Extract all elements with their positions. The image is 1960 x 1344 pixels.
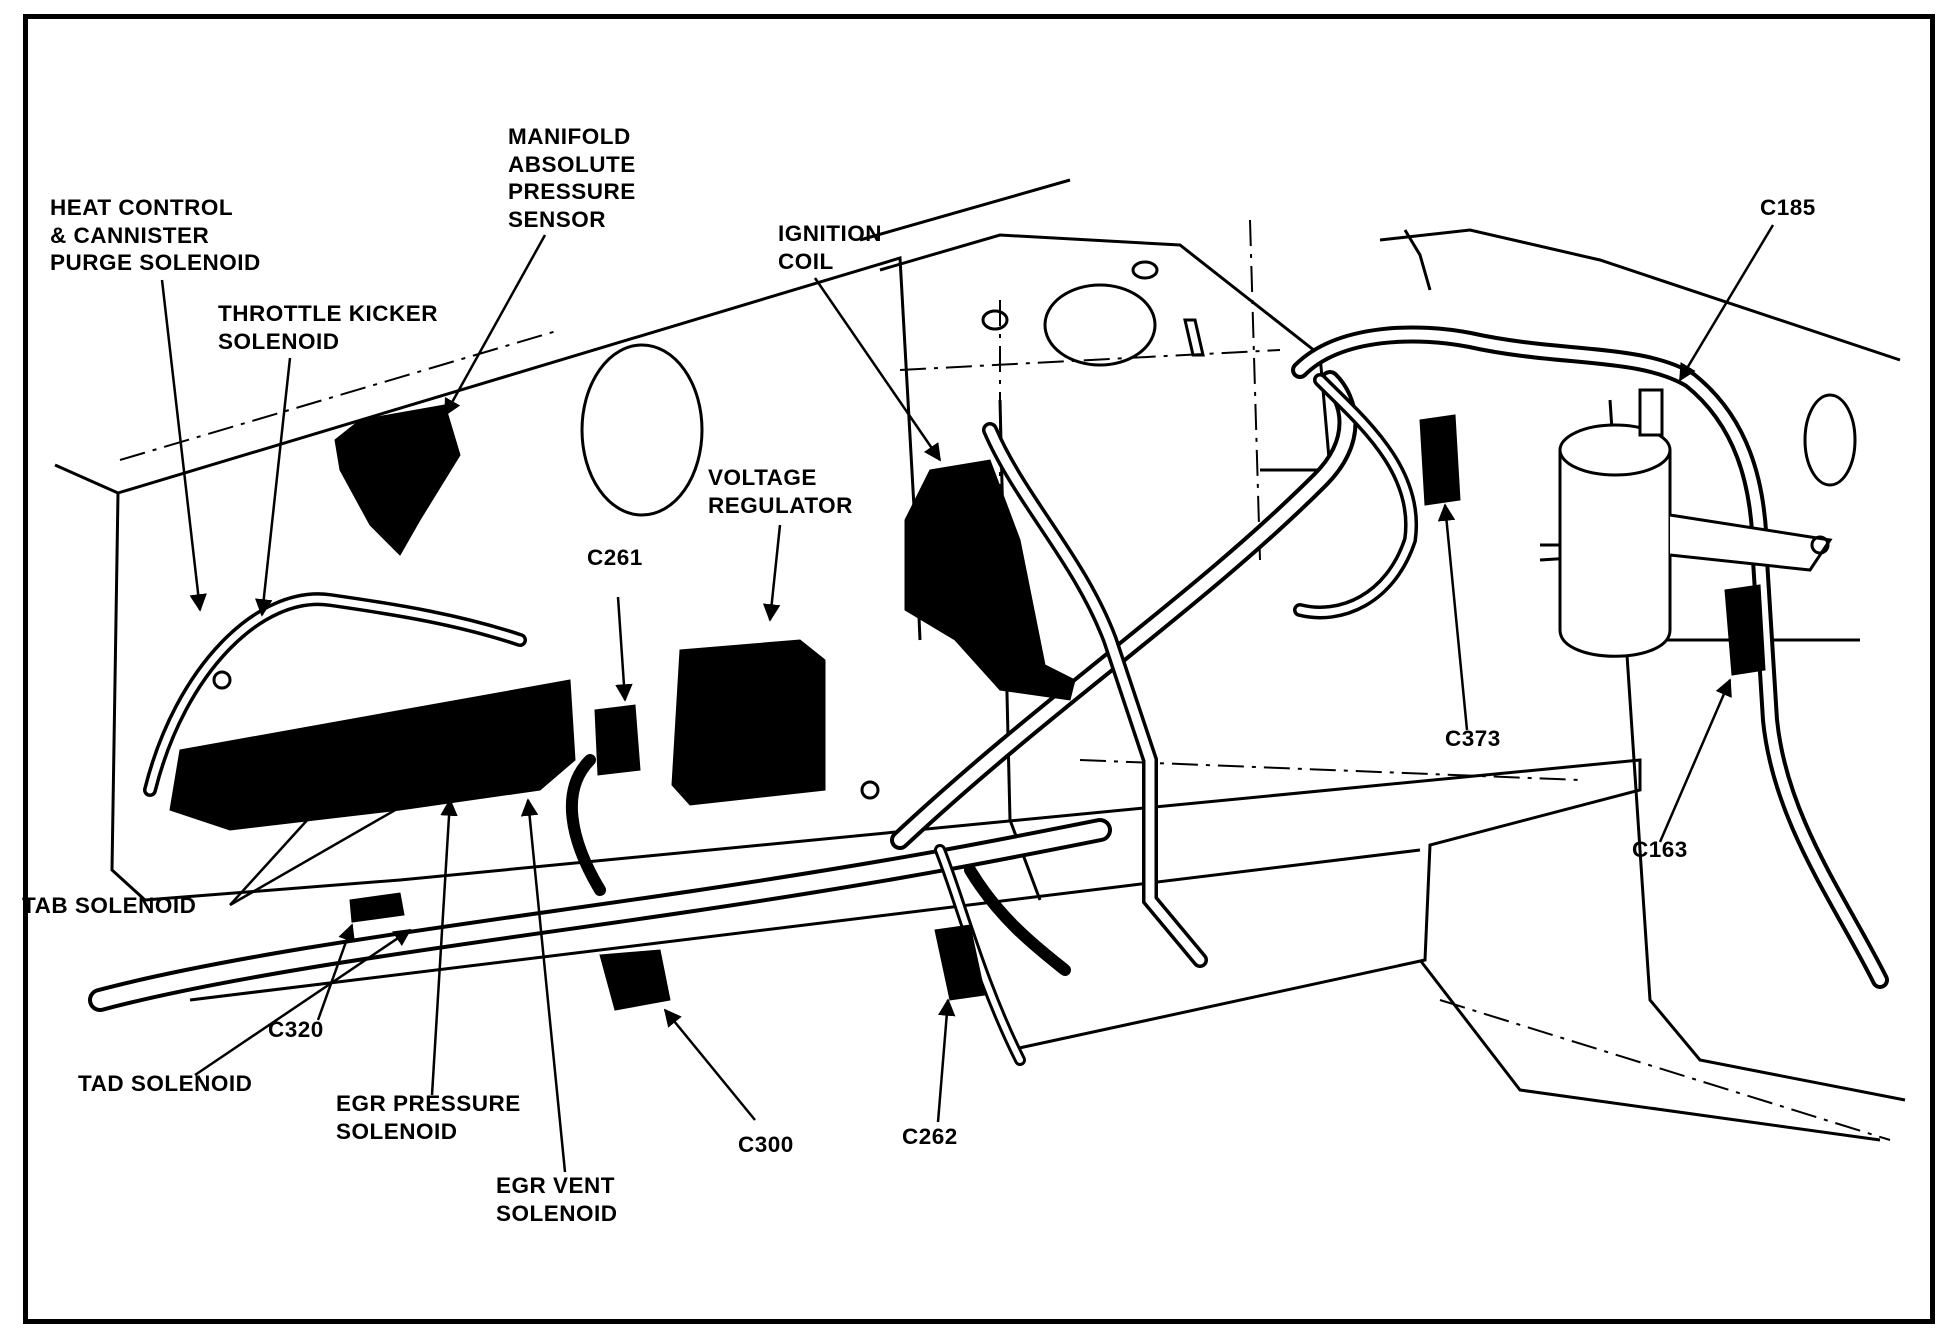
label-line: SOLENOID (336, 1118, 458, 1144)
voltage-regulator (671, 639, 826, 806)
label-line: SOLENOID (496, 1200, 618, 1226)
centerlines (119, 219, 1891, 1141)
label-tad-solenoid: TAD SOLENOID (78, 1070, 252, 1098)
lower-rail (189, 848, 1421, 1002)
label-line: & CANNISTER (50, 222, 210, 248)
label-c185: C185 (1760, 194, 1816, 222)
label-line: EGR VENT (496, 1173, 616, 1198)
opening-top (1043, 283, 1157, 367)
radiator-support (1379, 228, 1901, 362)
label-c320: C320 (268, 1016, 324, 1044)
ignition-coil (904, 459, 1076, 701)
map-sensor (334, 404, 461, 556)
opening-left (580, 343, 704, 517)
label-line: ABSOLUTE (508, 151, 636, 177)
label-line: C373 (1445, 726, 1501, 751)
c373-connector (1419, 414, 1461, 506)
label-tab-solenoid: TAB SOLENOID (22, 892, 196, 920)
label-c300: C300 (738, 1131, 794, 1159)
leader-lines (160, 224, 1775, 1173)
wiring-harness (88, 325, 1889, 1066)
right-fender (1608, 399, 1906, 1102)
inner-fender (879, 233, 1332, 472)
c261-connector (594, 704, 641, 776)
label-line: REGULATOR (708, 492, 853, 518)
label-line: MANIFOLD (508, 124, 631, 149)
label-line: C185 (1760, 195, 1816, 220)
label-line: C261 (587, 545, 643, 570)
left-fender-panel (54, 463, 147, 902)
firewall-edge (859, 178, 1071, 242)
label-line: IGNITION (778, 221, 882, 246)
label-ignition-coil: IGNITION COIL (778, 220, 882, 275)
label-voltage-regulator: VOLTAGE REGULATOR (708, 464, 853, 519)
label-heat-control: HEAT CONTROL & CANNISTER PURGE SOLENOID (50, 194, 261, 277)
label-line: COIL (778, 248, 834, 274)
frame-rail (144, 758, 1642, 1052)
diagram-frame (23, 14, 1935, 1324)
label-egr-vent: EGR VENT SOLENOID (496, 1172, 618, 1227)
label-line: C300 (738, 1132, 794, 1157)
fasteners (212, 535, 1830, 800)
label-line: C163 (1632, 837, 1688, 862)
label-line: C320 (268, 1017, 324, 1042)
label-line: VOLTAGE (708, 465, 817, 490)
label-c163: C163 (1632, 836, 1688, 864)
label-line: TAB SOLENOID (22, 893, 197, 918)
c320-connector (349, 892, 405, 923)
label-map-sensor: MANIFOLD ABSOLUTE PRESSURE SENSOR (508, 123, 636, 233)
canister (1540, 388, 1833, 658)
label-c261: C261 (587, 544, 643, 572)
label-c373: C373 (1445, 725, 1501, 753)
label-line: HEAT CONTROL (50, 195, 234, 220)
c163-connector (1724, 584, 1766, 676)
label-line: SOLENOID (218, 328, 340, 354)
label-egr-pressure: EGR PRESSURE SOLENOID (336, 1090, 521, 1145)
solenoid-block (169, 679, 576, 831)
label-line: C262 (902, 1124, 958, 1149)
label-line: EGR PRESSURE (336, 1091, 521, 1116)
label-line: SENSOR (508, 206, 607, 232)
opening-right (1803, 393, 1857, 487)
label-line: PURGE SOLENOID (50, 250, 261, 275)
components (169, 404, 1766, 1011)
label-c262: C262 (902, 1123, 958, 1151)
label-throttle-kicker: THROTTLE KICKER SOLENOID (218, 300, 438, 355)
c300-connector (599, 949, 671, 1011)
label-line: THROTTLE KICKER (218, 301, 438, 326)
c262-connector (934, 924, 986, 1001)
label-line: TAD SOLENOID (78, 1071, 253, 1096)
label-line: PRESSURE (508, 179, 636, 204)
